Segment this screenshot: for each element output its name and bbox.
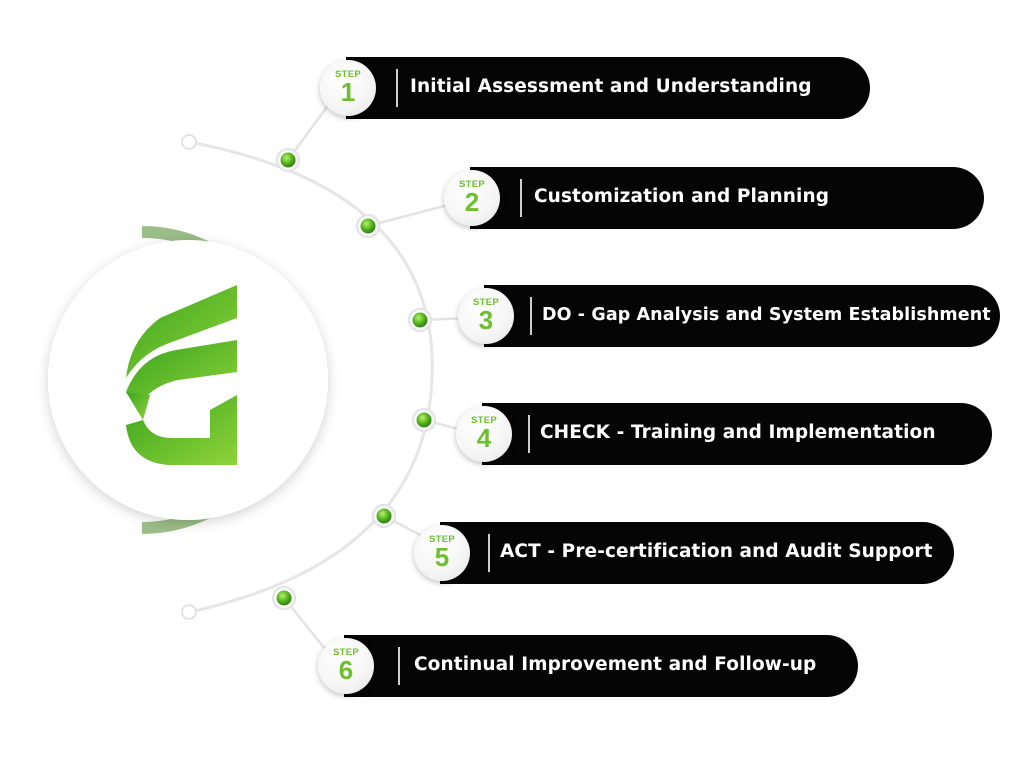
step-number: 1 bbox=[340, 77, 356, 107]
step-pill: DO - Gap Analysis and System Establishme… bbox=[484, 285, 1000, 347]
step-label: STEP bbox=[458, 179, 485, 190]
step-badge: STEP 3 bbox=[458, 288, 514, 344]
step-number: 4 bbox=[476, 423, 492, 453]
arc-dot-3 bbox=[408, 308, 432, 332]
step-title: ACT - Pre-certification and Audit Suppor… bbox=[500, 541, 933, 562]
step-label: STEP bbox=[334, 69, 361, 80]
divider bbox=[530, 297, 532, 335]
step-pill: Initial Assessment and Understanding bbox=[346, 57, 870, 119]
step-title: Continual Improvement and Follow-up bbox=[414, 654, 817, 675]
step-4: CHECK - Training and Implementation STEP… bbox=[456, 403, 992, 465]
step-badge: STEP 5 bbox=[414, 525, 470, 581]
divider bbox=[520, 179, 522, 217]
divider bbox=[488, 534, 490, 572]
step-2: Customization and Planning STEP 2 bbox=[444, 167, 984, 229]
step-1: Initial Assessment and Understanding STE… bbox=[320, 57, 870, 119]
step-3: DO - Gap Analysis and System Establishme… bbox=[458, 285, 1000, 347]
step-number: 5 bbox=[434, 542, 450, 572]
step-5: ACT - Pre-certification and Audit Suppor… bbox=[414, 522, 954, 584]
arc-dot-4 bbox=[412, 408, 436, 432]
step-number: 3 bbox=[478, 305, 494, 335]
step-label: STEP bbox=[332, 647, 359, 658]
divider bbox=[396, 69, 398, 107]
logo-circle bbox=[48, 226, 328, 534]
arc-dot-5 bbox=[372, 504, 396, 528]
arc-end-node-bottom bbox=[181, 604, 197, 620]
step-title: DO - Gap Analysis and System Establishme… bbox=[542, 305, 991, 325]
step-label: STEP bbox=[428, 534, 455, 545]
step-title: Initial Assessment and Understanding bbox=[410, 76, 812, 97]
step-number: 2 bbox=[464, 187, 480, 217]
step-pill: ACT - Pre-certification and Audit Suppor… bbox=[440, 522, 954, 584]
step-title: CHECK - Training and Implementation bbox=[540, 422, 936, 443]
step-pill: CHECK - Training and Implementation bbox=[482, 403, 992, 465]
arc-dot-6 bbox=[272, 586, 296, 610]
arc-end-node-top bbox=[181, 134, 197, 150]
divider bbox=[398, 647, 400, 685]
arc-dot-1 bbox=[276, 148, 300, 172]
step-number: 6 bbox=[338, 655, 354, 685]
step-title: Customization and Planning bbox=[534, 186, 830, 207]
step-badge: STEP 4 bbox=[456, 406, 512, 462]
step-badge: STEP 1 bbox=[320, 60, 376, 116]
step-6: Continual Improvement and Follow-up STEP… bbox=[318, 635, 858, 697]
step-label: STEP bbox=[472, 297, 499, 308]
arc-dot-2 bbox=[356, 214, 380, 238]
step-label: STEP bbox=[470, 415, 497, 426]
step-pill: Continual Improvement and Follow-up bbox=[344, 635, 858, 697]
step-pill: Customization and Planning bbox=[470, 167, 984, 229]
divider bbox=[528, 415, 530, 453]
green-stylized-e-logo-icon bbox=[126, 285, 237, 465]
step-badge: STEP 2 bbox=[444, 170, 500, 226]
step-badge: STEP 6 bbox=[318, 638, 374, 694]
